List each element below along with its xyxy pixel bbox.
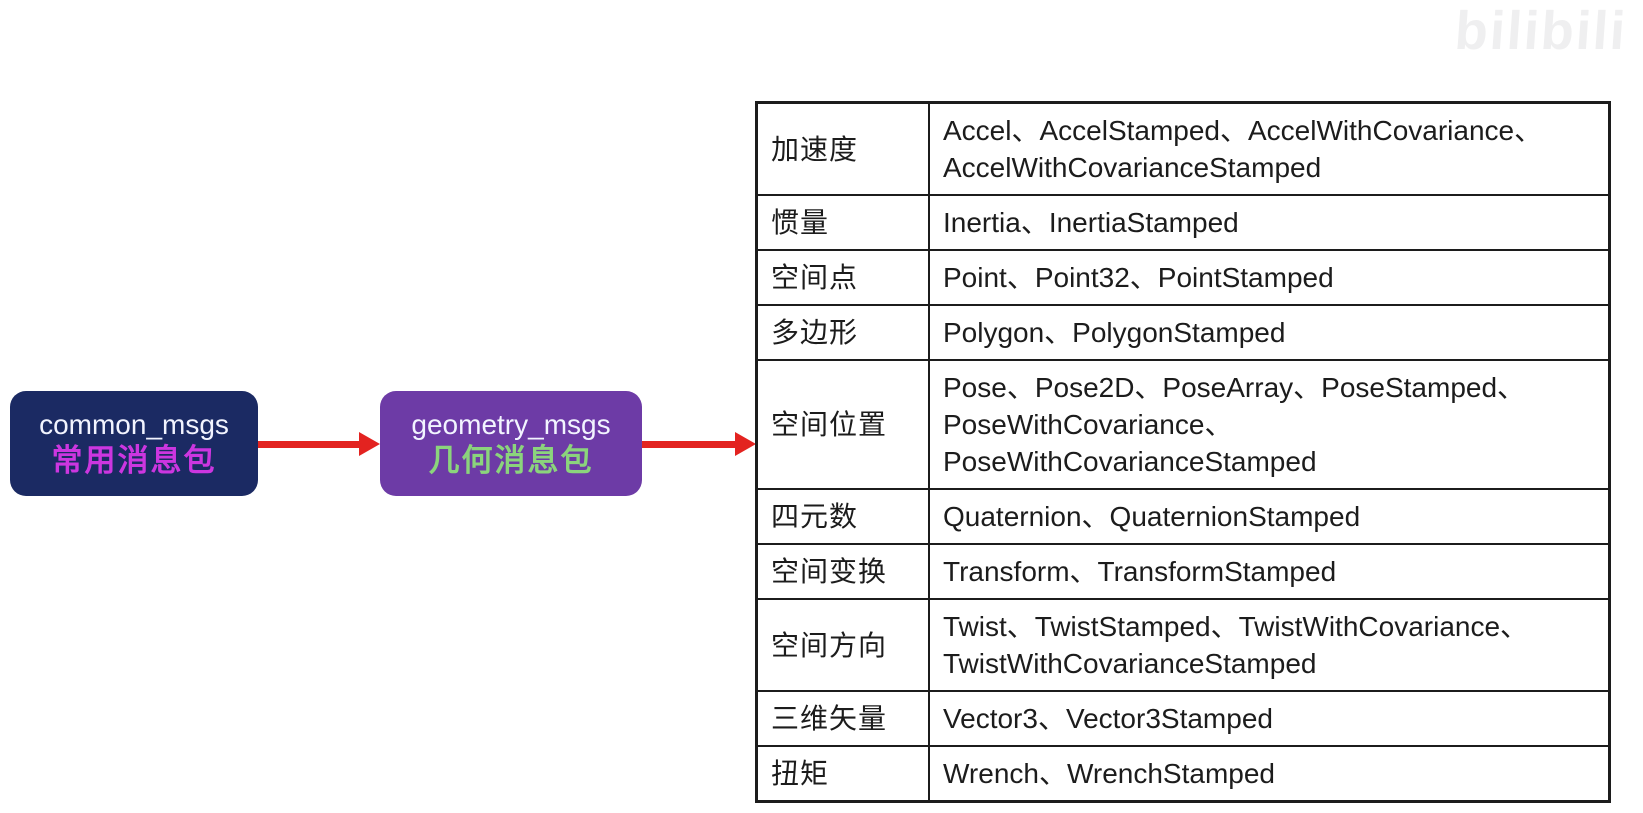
table-row: 扭矩 Wrench、WrenchStamped <box>758 745 1608 800</box>
table-row: 惯量 Inertia、InertiaStamped <box>758 194 1608 249</box>
arrow-shaft <box>258 440 359 448</box>
row-label: 四元数 <box>758 490 930 543</box>
arrow-geometry-to-table <box>642 432 756 456</box>
row-types: Pose、Pose2D、PoseArray、PoseStamped、 PoseW… <box>943 372 1526 477</box>
node-common-msgs-title: common_msgs <box>39 408 229 440</box>
node-common-msgs: common_msgs 常用消息包 <box>10 391 258 496</box>
table-row: 四元数 Quaternion、QuaternionStamped <box>758 488 1608 543</box>
row-types: Inertia、InertiaStamped <box>943 207 1239 238</box>
arrow-head-icon <box>735 432 756 456</box>
row-types: Wrench、WrenchStamped <box>943 758 1275 789</box>
node-geometry-msgs-subtitle: 几何消息包 <box>428 442 594 478</box>
table-row: 空间变换 Transform、TransformStamped <box>758 543 1608 598</box>
table-row: 多边形 Polygon、PolygonStamped <box>758 304 1608 359</box>
row-label: 空间变换 <box>758 545 930 598</box>
arrow-shaft <box>642 440 735 448</box>
table-row: 三维矢量 Vector3、Vector3Stamped <box>758 690 1608 745</box>
row-types: Accel、AccelStamped、AccelWithCovariance、 … <box>943 115 1543 183</box>
row-label: 空间点 <box>758 251 930 304</box>
arrow-common-to-geometry <box>258 432 380 456</box>
node-common-msgs-subtitle: 常用消息包 <box>51 442 217 478</box>
node-geometry-msgs-title: geometry_msgs <box>411 408 611 440</box>
row-types: Polygon、PolygonStamped <box>943 317 1286 348</box>
bilibili-watermark: bilibili <box>1452 1 1630 61</box>
row-label: 加速度 <box>758 104 930 194</box>
row-label: 扭矩 <box>758 747 930 800</box>
arrow-head-icon <box>359 432 380 456</box>
node-geometry-msgs: geometry_msgs 几何消息包 <box>380 391 642 496</box>
row-label: 空间方向 <box>758 600 930 690</box>
row-types: Twist、TwistStamped、TwistWithCovariance、 … <box>943 611 1529 679</box>
geometry-msgs-table: 加速度 Accel、AccelStamped、AccelWithCovarian… <box>755 101 1611 803</box>
row-types: Point、Point32、PointStamped <box>943 262 1334 293</box>
row-label: 空间位置 <box>758 361 930 488</box>
row-types: Vector3、Vector3Stamped <box>943 703 1273 734</box>
row-label: 三维矢量 <box>758 692 930 745</box>
row-types: Transform、TransformStamped <box>943 556 1337 587</box>
row-label: 惯量 <box>758 196 930 249</box>
row-types: Quaternion、QuaternionStamped <box>943 501 1361 532</box>
table-row: 空间方向 Twist、TwistStamped、TwistWithCovaria… <box>758 598 1608 690</box>
table-row: 加速度 Accel、AccelStamped、AccelWithCovarian… <box>758 104 1608 194</box>
table-row: 空间位置 Pose、Pose2D、PoseArray、PoseStamped、 … <box>758 359 1608 488</box>
row-label: 多边形 <box>758 306 930 359</box>
table-row: 空间点 Point、Point32、PointStamped <box>758 249 1608 304</box>
